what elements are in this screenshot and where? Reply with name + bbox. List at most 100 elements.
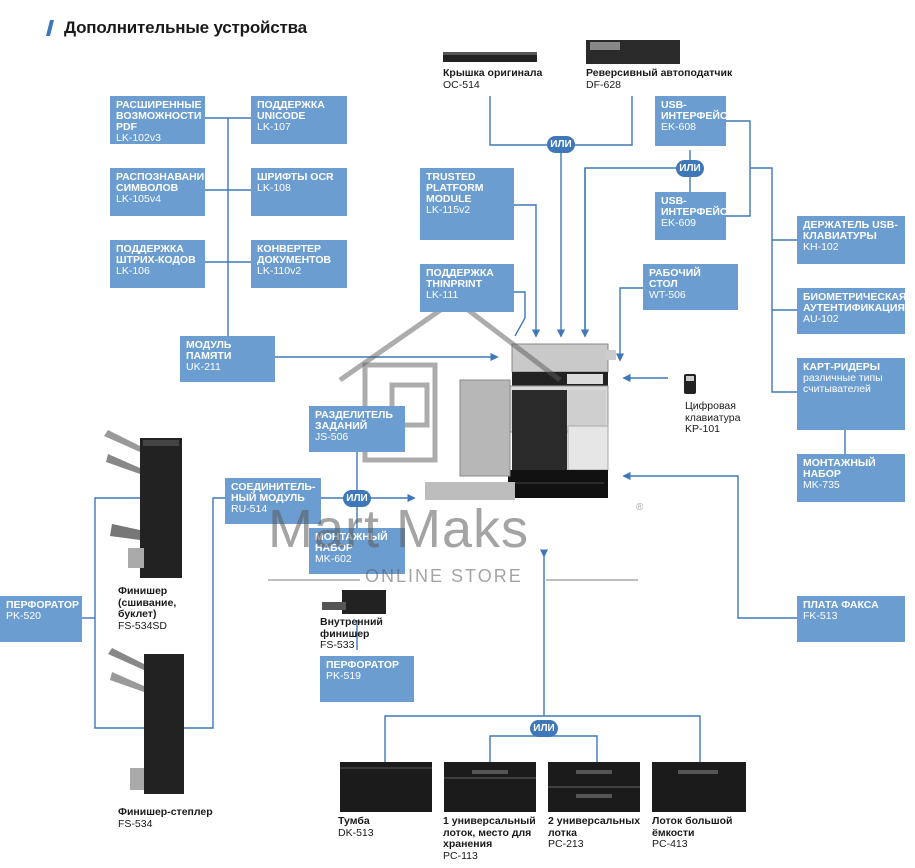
caption-dk513: Тумба DK-513 bbox=[338, 815, 374, 839]
or-badge-usb: ИЛИ bbox=[676, 160, 704, 177]
caption-pc213-code: PC-213 bbox=[548, 838, 584, 850]
caption-fs534sd: Финишер (сшивание, буклет) FS-534SD bbox=[118, 585, 188, 632]
box-uk211-name: Модуль памяти bbox=[186, 339, 232, 362]
caption-kp101: Цифровая клавиатура KP-101 bbox=[685, 400, 757, 436]
box-ek608-name: USB-интерфейс bbox=[661, 99, 728, 122]
box-lk110-name: Конвертер документов bbox=[257, 243, 332, 266]
caption-fs534-code: FS-534 bbox=[118, 817, 153, 830]
box-lk108-code: LK-108 bbox=[257, 182, 291, 194]
box-fk513-code: FK-513 bbox=[803, 610, 838, 622]
box-cardreader-name: Карт-ридеры bbox=[803, 361, 881, 373]
original-cover-illustration bbox=[443, 52, 537, 62]
caption-fs533: Внутренний финишер FS-533 bbox=[320, 616, 390, 652]
box-ru514-code: RU-514 bbox=[231, 503, 268, 515]
caption-df628-code: DF-628 bbox=[586, 78, 622, 91]
caption-kp101-name: Цифровая клавиатура bbox=[685, 400, 741, 424]
box-ek609-code: EK-609 bbox=[661, 217, 697, 229]
box-mk735-name: Монтажный набор bbox=[803, 457, 876, 480]
mfp-machine-illustration bbox=[425, 343, 616, 500]
title-accent-icon bbox=[46, 20, 54, 36]
finisher-fs534sd-illustration bbox=[104, 430, 182, 578]
or-badge-trays: ИЛИ bbox=[530, 720, 558, 737]
caption-pc113-name: 1 универсальный лоток, место для хранени… bbox=[443, 815, 536, 850]
box-js506: Разделитель заданий JS-506 bbox=[309, 406, 405, 452]
box-pk519-code: PK-519 bbox=[326, 670, 362, 682]
box-pk520-name: Перфоратор bbox=[6, 599, 80, 611]
box-uk211-code: UK-211 bbox=[186, 361, 221, 373]
box-ek609: USB-интерфейс EK-609 bbox=[655, 192, 728, 240]
box-au102-code: AU-102 bbox=[803, 313, 839, 325]
box-mk602-name: Монтажный набор bbox=[315, 531, 388, 554]
box-pk519: Перфоратор PK-519 bbox=[320, 656, 414, 702]
caption-fs534: Финишер-степлер FS-534 bbox=[118, 806, 213, 830]
box-lk111-name: Поддержка ThinPrint bbox=[426, 267, 494, 290]
box-lk105: Распознавание символов LK-105v4 bbox=[110, 168, 212, 216]
caption-pc413: Лоток большой ёмкости PC-413 bbox=[652, 815, 742, 851]
box-lk110-code: LK-110v2 bbox=[257, 265, 302, 277]
caption-fs534-name: Финишер-степлер bbox=[118, 806, 213, 818]
watermark-logo-text: Mart Maks bbox=[268, 499, 530, 559]
box-wt506-code: WT-506 bbox=[649, 289, 686, 301]
box-lk106-code: LK-106 bbox=[116, 265, 150, 277]
caption-pc213-name: 2 универсальных лотка bbox=[548, 815, 641, 839]
box-ek608-code: EK-608 bbox=[661, 121, 697, 133]
inner-finisher-illustration bbox=[322, 590, 386, 614]
caption-pc113: 1 универсальный лоток, место для хранени… bbox=[443, 815, 539, 862]
caption-oc514-code: OC-514 bbox=[443, 78, 480, 91]
box-fk513: Плата факса FK-513 bbox=[797, 596, 905, 642]
box-lk107-name: Поддержка Unicode bbox=[257, 99, 325, 122]
caption-pc213: 2 универсальных лотка PC-213 bbox=[548, 815, 644, 851]
keypad-illustration bbox=[684, 374, 696, 394]
caption-fs534sd-code: FS-534SD bbox=[118, 619, 168, 632]
box-lk107: Поддержка Unicode LK-107 bbox=[251, 96, 347, 144]
box-lk115-code: LK-115v2 bbox=[426, 204, 471, 216]
box-uk211: Модуль памяти UK-211 bbox=[180, 336, 275, 382]
box-ru514: Соединитель-ный модуль RU-514 bbox=[225, 478, 321, 524]
or-badge-cover-adf: ИЛИ bbox=[547, 136, 575, 153]
caption-dk513-name: Тумба bbox=[338, 815, 370, 827]
watermark-subtitle: ONLINE STORE bbox=[365, 566, 523, 586]
box-lk108-name: Шрифты OCR bbox=[257, 171, 334, 183]
box-lk115-name: Trusted Platform Module bbox=[426, 171, 484, 205]
caption-fs534sd-name: Финишер (сшивание, буклет) bbox=[118, 585, 177, 620]
box-cardreader-sub: различные типы считывателей bbox=[803, 372, 883, 395]
box-lk106: Поддержка штрих-кодов LK-106 bbox=[110, 240, 205, 288]
box-lk107-code: LK-107 bbox=[257, 121, 291, 133]
box-kh102-name: Держатель USB-клавиатуры bbox=[803, 219, 898, 242]
box-pk520-code: PK-520 bbox=[6, 610, 42, 622]
box-au102-name: Биометрическая аутентификация bbox=[803, 291, 907, 314]
caption-fs533-code: FS-533 bbox=[320, 639, 355, 651]
box-lk110: Конвертер документов LK-110v2 bbox=[251, 240, 347, 288]
caption-pc113-code: PC-113 bbox=[443, 849, 478, 862]
box-lk102: Расширенные возможности PDF LK-102v3 bbox=[110, 96, 205, 144]
adf-illustration bbox=[586, 40, 680, 64]
box-wt506: Рабочий стол WT-506 bbox=[643, 264, 738, 310]
caption-kp101-code: KP-101 bbox=[685, 423, 721, 435]
box-lk102-code: LK-102v3 bbox=[116, 132, 161, 144]
box-cardreader: Карт-ридеры различные типы считывателей bbox=[797, 358, 905, 430]
tray-pc213-illustration bbox=[548, 762, 640, 812]
or-badge-finisher: ИЛИ bbox=[343, 490, 371, 507]
page-title: Дополнительные устройства bbox=[64, 18, 307, 37]
box-pk519-name: Перфоратор bbox=[326, 659, 400, 671]
watermark-divider bbox=[268, 579, 638, 581]
caption-df628: Реверсивный автоподатчик DF-628 bbox=[586, 67, 733, 91]
caption-pc413-name: Лоток большой ёмкости bbox=[652, 815, 733, 839]
tray-pc413-illustration bbox=[652, 762, 746, 812]
caption-df628-name: Реверсивный автоподатчик bbox=[586, 67, 733, 79]
caption-fs533-name: Внутренний финишер bbox=[320, 616, 383, 640]
box-ek609-name: USB-интерфейс bbox=[661, 195, 728, 218]
box-js506-name: Разделитель заданий bbox=[315, 409, 393, 432]
caption-oc514-name: Крышка оригинала bbox=[443, 67, 543, 79]
box-lk105-name: Распознавание символов bbox=[116, 171, 212, 194]
box-fk513-name: Плата факса bbox=[803, 599, 879, 611]
finisher-fs534-illustration bbox=[108, 648, 184, 794]
box-lk111: Поддержка ThinPrint LK-111 bbox=[420, 264, 514, 312]
box-lk105-code: LK-105v4 bbox=[116, 193, 161, 205]
box-lk111-code: LK-111 bbox=[426, 289, 459, 301]
caption-oc514: Крышка оригинала OC-514 bbox=[443, 67, 543, 91]
box-mk735-code: MK-735 bbox=[803, 479, 840, 491]
box-mk602: Монтажный набор MK-602 bbox=[309, 528, 405, 574]
box-kh102-code: KH-102 bbox=[803, 241, 839, 253]
